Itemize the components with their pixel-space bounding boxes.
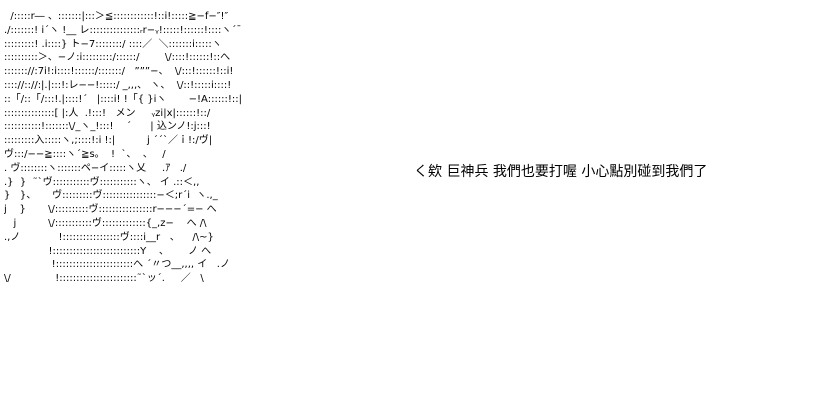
ascii-art-panel: /:::::r― 、:::::::|:::＞≦::::::::::::!::i!…: [4, 10, 404, 398]
ascii-art: /:::::r― 、:::::::|:::＞≦::::::::::::!::i!…: [4, 11, 243, 285]
caption-text: く欸 巨神兵 我們也要打喔 小心點別碰到我們了: [414, 164, 708, 180]
